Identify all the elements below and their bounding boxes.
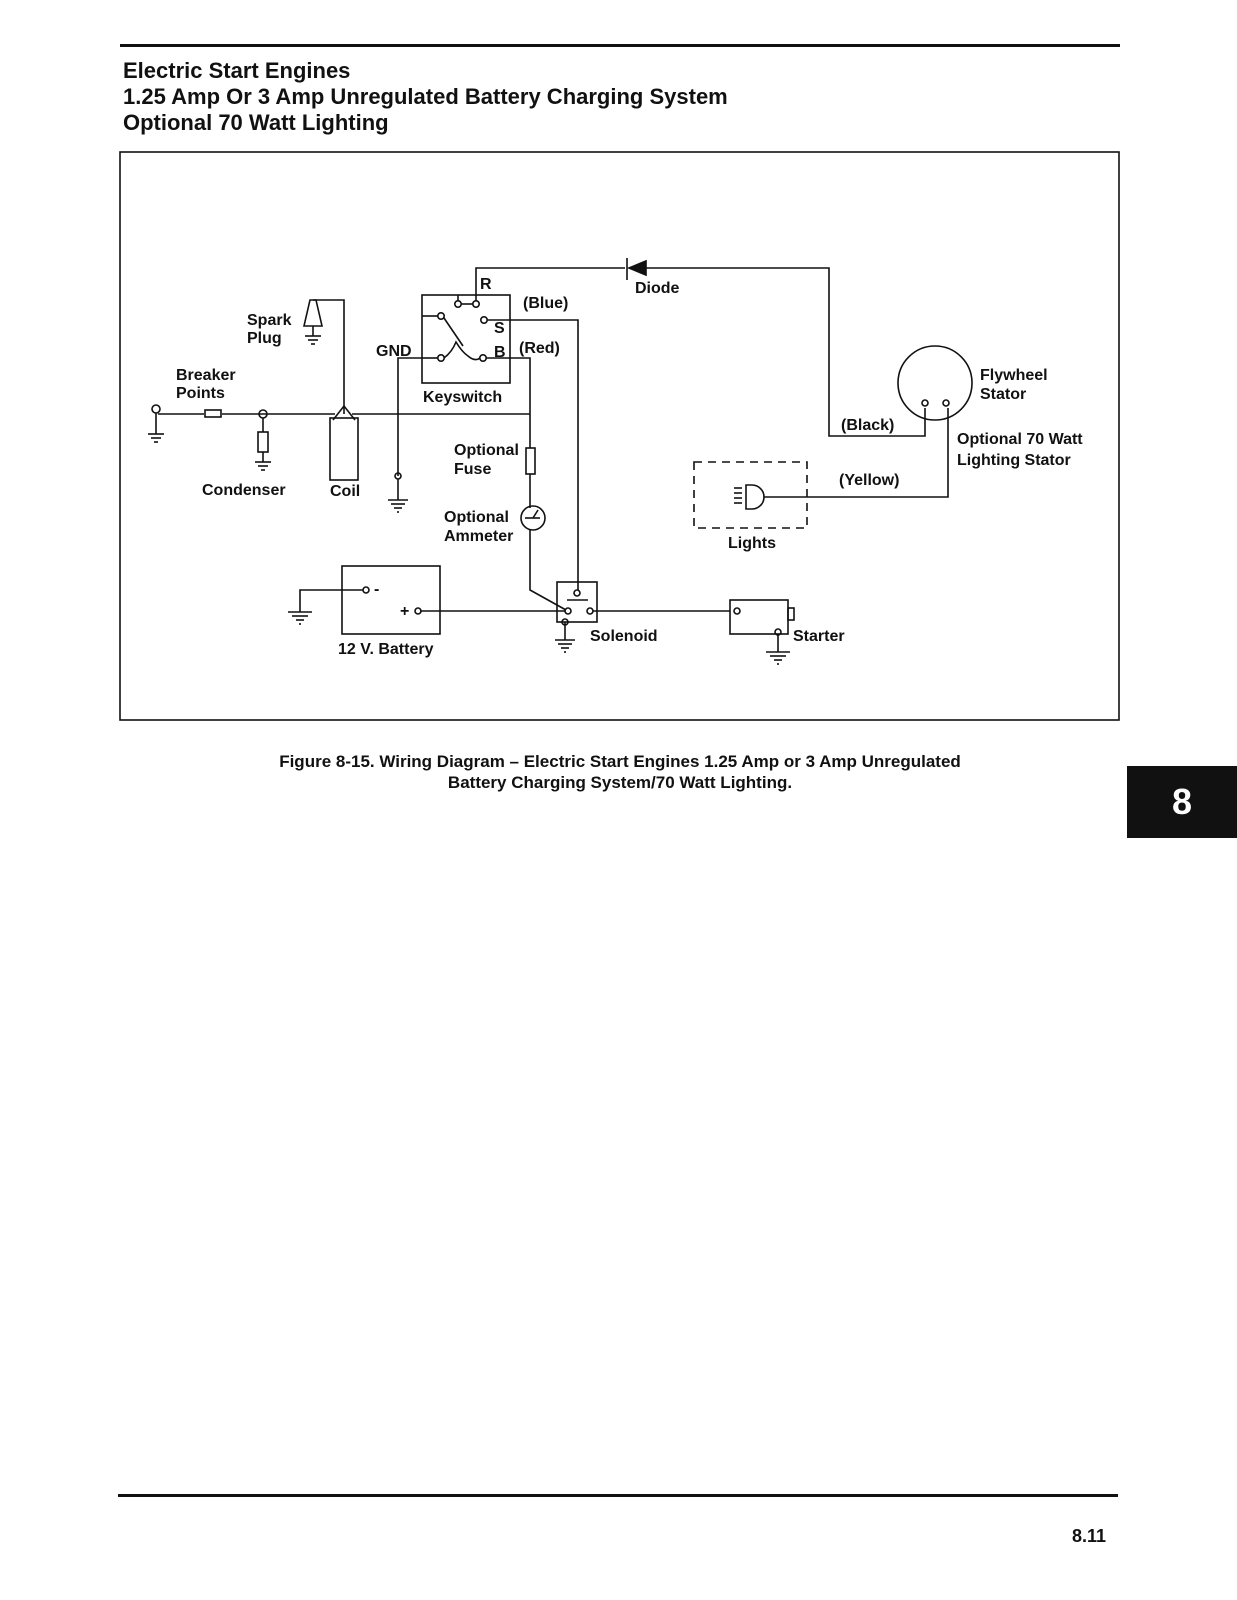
label-coil: Coil [330,483,360,500]
condenser-icon [255,409,271,471]
bottom-rule [118,1494,1118,1497]
label-points: Points [176,385,225,402]
title-line-3: Optional 70 Watt Lighting [123,110,389,135]
label-lights: Lights [728,535,776,552]
top-rule [120,44,1120,47]
label-blue: (Blue) [523,295,568,312]
ammeter-icon [520,505,546,531]
label-gnd: GND [376,343,412,360]
label-optional-ammeter-2: Ammeter [444,528,513,545]
fuse-icon [525,447,536,475]
keyswitch-icon [421,294,511,384]
section-tab: 8 [1127,766,1237,838]
label-lighting-stator-2: Lighting Stator [957,452,1071,469]
label-starter: Starter [793,628,845,645]
battery-icon [341,565,441,635]
diagram-frame [119,151,1120,721]
title-line-1: Electric Start Engines [123,58,351,83]
label-spark: Spark [247,312,292,329]
label-plug: Plug [247,330,282,347]
label-battery: 12 V. Battery [338,641,434,658]
page-title: Electric Start Engines 1.25 Amp Or 3 Amp… [123,58,728,136]
lights-icon [693,461,808,529]
label-battery-minus: - [374,581,379,598]
label-yellow: (Yellow) [839,472,899,489]
label-black: (Black) [841,417,894,434]
spark-plug-icon [302,299,324,345]
label-optional-fuse-2: Fuse [454,461,491,478]
caption-line-2: Battery Charging System/70 Watt Lighting… [447,773,793,792]
label-keyswitch: Keyswitch [423,389,502,406]
breaker-points-icon [148,404,222,443]
caption-line-1: Figure 8-15. Wiring Diagram – Electric S… [279,752,961,771]
label-optional-ammeter-1: Optional [444,509,509,526]
label-s: S [494,320,505,337]
label-r: R [480,276,492,293]
coil-icon [329,404,359,481]
label-flywheel: Flywheel [980,367,1048,384]
label-condenser: Condenser [202,482,286,499]
ground-symbol-battery [288,611,312,625]
label-b: B [494,344,506,361]
starter-icon [729,599,795,665]
label-optional-fuse-1: Optional [454,442,519,459]
label-lighting-stator-1: Optional 70 Watt [957,431,1083,448]
ground-symbol-gnd [388,479,408,513]
label-diode: Diode [635,280,680,297]
label-solenoid: Solenoid [590,628,658,645]
page-number: 8.11 [1072,1526,1107,1546]
label-stator: Stator [980,386,1026,403]
label-battery-plus: + [400,603,409,620]
diode-icon [626,258,647,280]
label-breaker: Breaker [176,367,236,384]
label-red: (Red) [519,340,560,357]
flywheel-stator-icon [897,345,973,421]
title-line-2: 1.25 Amp Or 3 Amp Unregulated Battery Ch… [123,84,728,109]
figure-caption: Figure 8-15. Wiring Diagram – Electric S… [120,751,1120,793]
